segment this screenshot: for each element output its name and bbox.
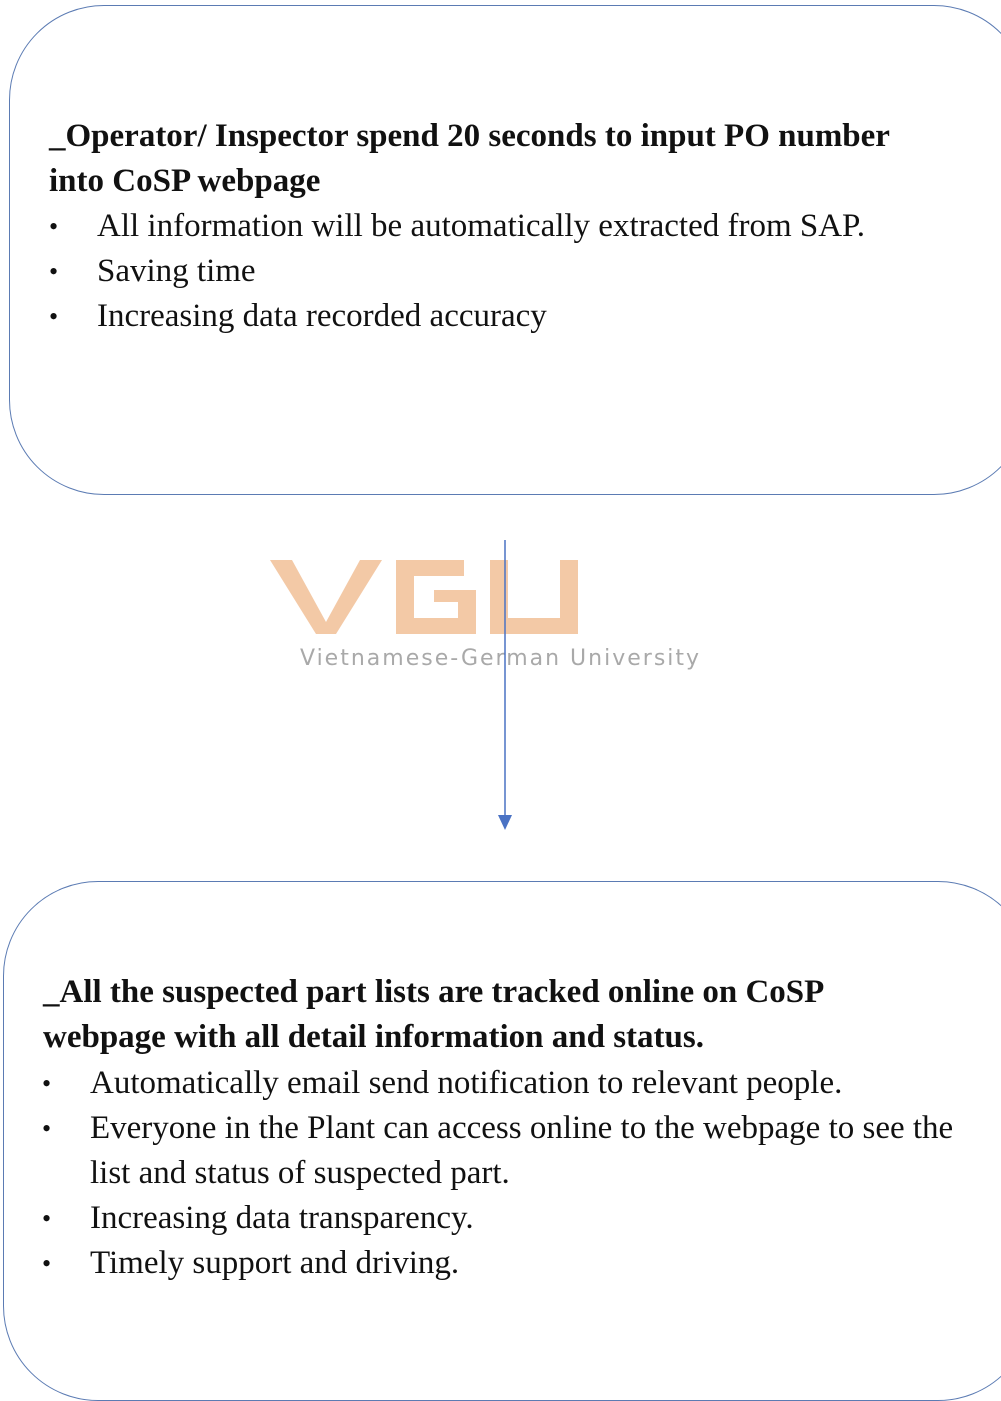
bullet-icon: • [42,1204,52,1233]
vgu-logo-watermark [270,560,578,634]
top-box-bullet-list: • All information will be automatically e… [49,204,909,339]
watermark-subtitle: Vietnamese-German University [300,646,702,671]
down-arrow-connector [498,540,512,830]
list-item: • Timely support and driving. [42,1241,972,1286]
bullet-text: All information will be automatically ex… [97,208,865,244]
list-item: • Increasing data transparency. [42,1196,972,1241]
list-item: • Automatically email send notification t… [42,1061,972,1106]
bullet-icon: • [49,257,59,286]
bullet-text: Automatically email send notification to… [90,1065,843,1101]
bullet-icon: • [42,1249,52,1278]
list-item: • All information will be automatically e… [49,204,909,249]
bullet-icon: • [42,1114,52,1143]
bottom-process-box [3,881,1001,1401]
bullet-text: Increasing data recorded accuracy [97,298,547,334]
bullet-icon: • [42,1069,52,1098]
bullet-icon: • [49,302,59,331]
bullet-text: Increasing data transparency. [90,1200,474,1236]
top-box-title: _Operator/ Inspector spend 20 seconds to… [49,118,890,199]
bullet-text: Everyone in the Plant can access online … [90,1110,954,1191]
list-item: • Increasing data recorded accuracy [49,294,909,339]
top-process-box [9,5,1001,495]
list-item: • Everyone in the Plant can access online… [42,1106,972,1196]
bullet-text: Saving time [97,253,256,289]
bullet-icon: • [49,212,59,241]
list-item: • Saving time [49,249,909,294]
bullet-text: Timely support and driving. [90,1245,460,1281]
bottom-box-title: _All the suspected part lists are tracke… [43,974,823,1055]
bottom-box-bullet-list: • Automatically email send notification t… [42,1061,972,1286]
